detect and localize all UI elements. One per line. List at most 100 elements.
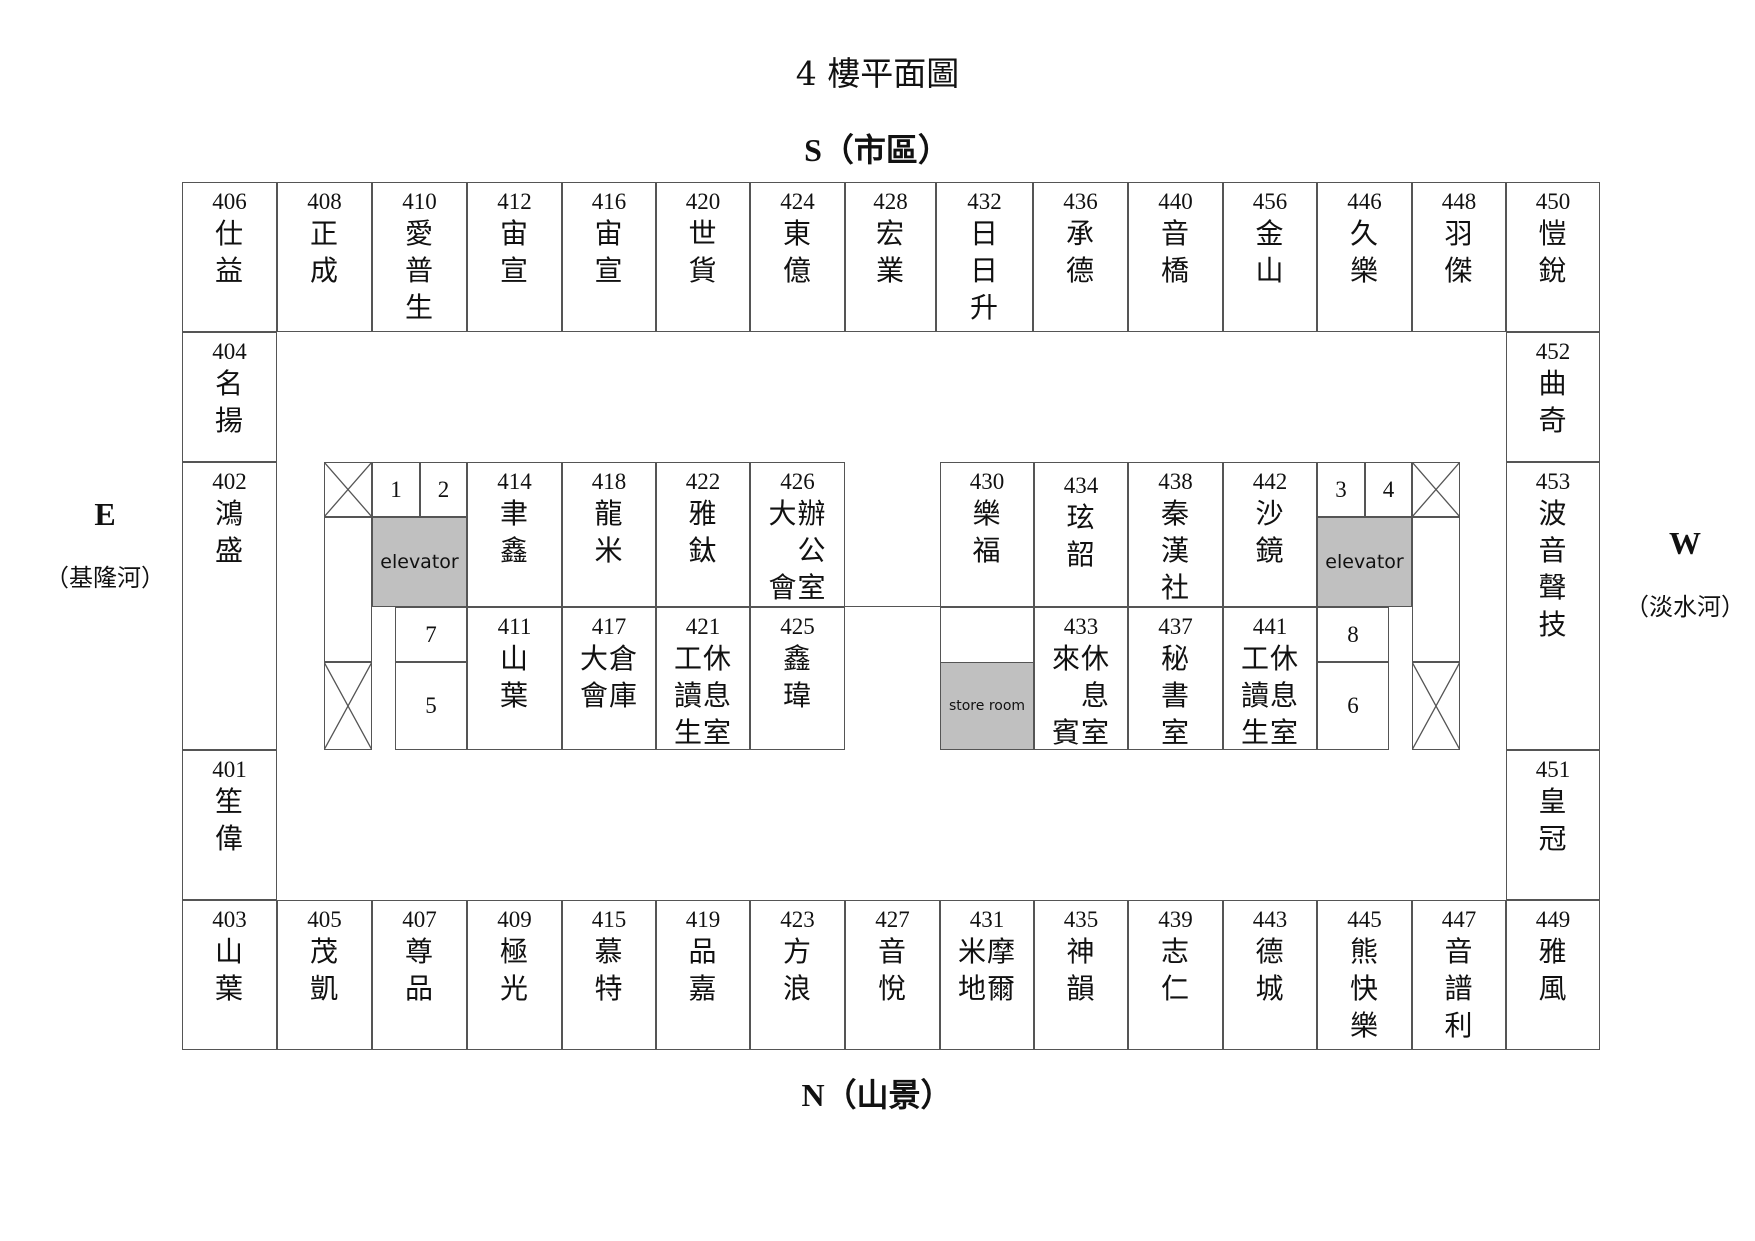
- direction-north: N（山景）: [801, 1077, 953, 1113]
- direction-west: W: [1669, 525, 1701, 561]
- room-431[interactable]: 431 米摩 地爾: [940, 900, 1034, 1050]
- utility-5: 5: [395, 662, 467, 750]
- utility-2: 2: [420, 462, 467, 517]
- room-name: 音 譜 利: [1444, 935, 1474, 1042]
- room-number: 415: [591, 907, 627, 932]
- room-name: 米摩 地爾: [957, 935, 1016, 1005]
- room-number: 435: [1063, 907, 1099, 932]
- elevator-left[interactable]: elevator: [372, 517, 467, 607]
- cross-mark-icon: [324, 662, 372, 750]
- room-number: 446: [1347, 189, 1382, 214]
- room-number: 431: [969, 907, 1005, 932]
- room-number: 440: [1158, 189, 1193, 214]
- cross-mark-icon: [1412, 462, 1460, 517]
- room-name: 曲 奇: [1538, 367, 1568, 437]
- store-room[interactable]: store room: [940, 662, 1034, 750]
- utility-label: 3: [1335, 476, 1347, 502]
- room-name: 品 嘉: [688, 935, 718, 1005]
- room-435[interactable]: 435 神 韻: [1034, 900, 1128, 1050]
- room-number: 456: [1252, 189, 1288, 214]
- room-number: 418: [591, 469, 627, 494]
- room-number: 403: [212, 907, 247, 932]
- room-name: 名 揚: [214, 367, 244, 437]
- room-409[interactable]: 409 極 光: [467, 900, 562, 1050]
- room-name: 玹 韶: [1066, 501, 1096, 571]
- room-number: 416: [591, 189, 627, 214]
- room-number: 453: [1535, 469, 1571, 494]
- room-name: 德 城: [1255, 935, 1285, 1005]
- room-number: 406: [212, 189, 247, 214]
- room-name: 音 悅: [877, 935, 907, 1005]
- room-name: 久 樂: [1349, 217, 1379, 287]
- room-number: 428: [873, 189, 908, 214]
- room-name: 工休 讀息 生室: [673, 642, 732, 749]
- room-number: 445: [1347, 907, 1382, 932]
- room-name: 雅 風: [1538, 935, 1568, 1005]
- room-name: 金 山: [1255, 217, 1285, 287]
- room-number: 405: [307, 907, 342, 932]
- utility-label: 8: [1347, 621, 1359, 647]
- elevator-right[interactable]: elevator: [1317, 517, 1412, 607]
- room-name: 神 韻: [1066, 935, 1096, 1005]
- room-name: 承 德: [1065, 217, 1095, 287]
- room-number: 433: [1063, 614, 1099, 639]
- room-number: 409: [497, 907, 532, 932]
- room-name: 沙 鏡: [1255, 497, 1285, 567]
- room-name: 宙 宣: [499, 217, 529, 287]
- room-456[interactable]: 456 金 山: [1223, 182, 1317, 332]
- elevator-label: elevator: [380, 551, 459, 573]
- room-name: 極 光: [499, 935, 529, 1005]
- room-number: 425: [780, 614, 815, 639]
- room-446[interactable]: 446 久 樂: [1317, 182, 1412, 332]
- room-name: 鴻 盛: [214, 497, 244, 567]
- room-number: 423: [780, 907, 815, 932]
- room-number: 432: [967, 189, 1002, 214]
